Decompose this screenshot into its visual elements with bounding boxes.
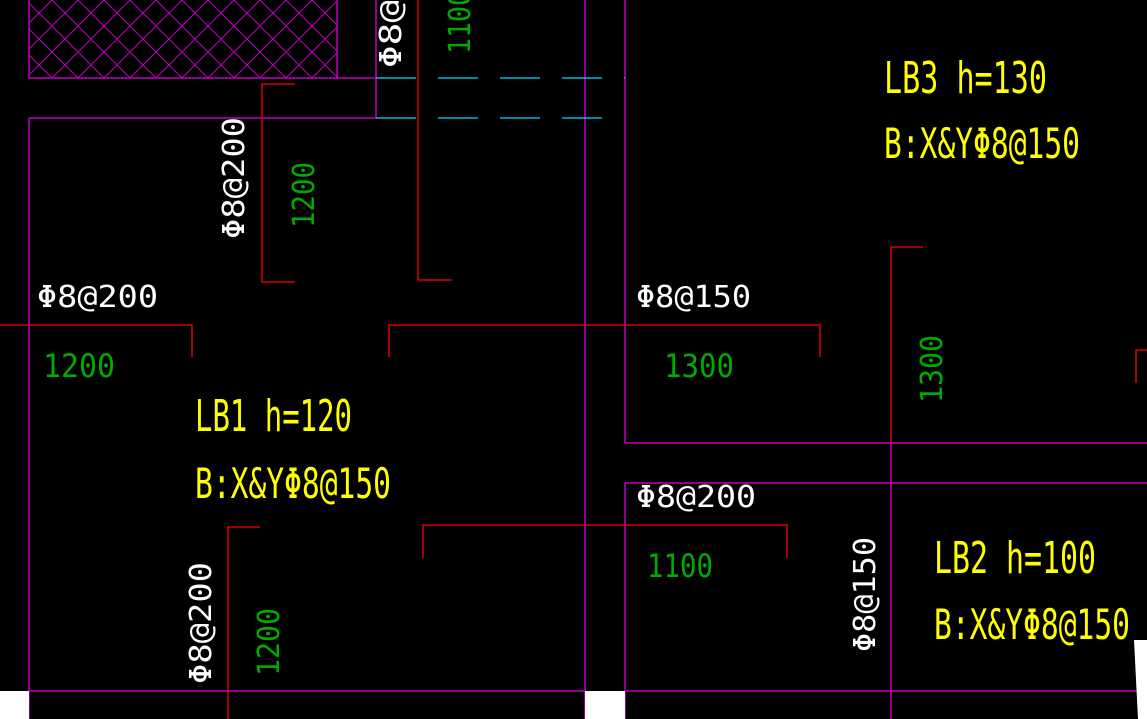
length-label-vertical-lower-left: 1200 [252,608,287,676]
slab-labels: LB1 h=120 B:X&YΦ8@150 LB3 h=130 B:X&YΦ8@… [195,53,1130,649]
rebar-left-vertical-upper [261,83,295,283]
beam-outlines [28,0,1147,719]
slab-lb3-name: LB3 h=130 [884,53,1047,104]
rebar-label-left-vertical-upper: Φ8@200 [217,117,252,239]
rebar-label-horizontal-lower: Φ8@200 [636,480,756,515]
length-label-vertical-right: 1300 [915,335,950,403]
length-label-horizontal-mid: 1300 [664,347,734,385]
rebar-horizontal-left [0,324,193,357]
length-label-horizontal-lower: 1100 [647,547,713,585]
slab-lb1-name: LB1 h=120 [195,391,352,442]
rebar-right-edge-stub [1135,349,1147,383]
slab-lb2-name: LB2 h=100 [934,533,1096,584]
length-label-top-vertical: 1100 [443,0,478,54]
length-label-left-vertical-upper: 1200 [287,162,322,228]
rebar-label-vertical-lower-left: Φ8@200 [184,562,219,684]
slab-lb1-reinforcement: B:X&YΦ8@150 [195,459,391,508]
rebar-spacing-labels: Φ8@ Φ8@200 Φ8@200 Φ8@150 Φ8@200 Φ8@150 Φ… [37,0,883,684]
slab-lb2-reinforcement: B:X&YΦ8@150 [934,600,1130,649]
rebar-length-labels: 1100 1200 1200 1300 1300 1100 1200 [43,0,950,676]
slab-lb3-reinforcement: B:X&YΦ8@150 [884,119,1080,168]
rebar-label-vertical-lower-right: Φ8@150 [848,537,883,652]
corner-patches [0,640,1147,719]
rebar-horizontal-lower [422,524,788,558]
length-label-horizontal-left: 1200 [43,347,115,385]
hidden-beam-dashed-lines [376,77,625,119]
rebar-vertical-right [890,246,923,443]
hatched-column [28,0,338,79]
rebar-horizontal-mid [388,324,821,357]
rebar-top-vertical [417,0,452,281]
rebar-label-horizontal-left: Φ8@200 [37,280,158,315]
rebar-label-top-vertical: Φ8@ [374,0,409,68]
rebar-vertical-lower-left [227,526,260,719]
rebar-label-horizontal-mid: Φ8@150 [636,280,751,315]
